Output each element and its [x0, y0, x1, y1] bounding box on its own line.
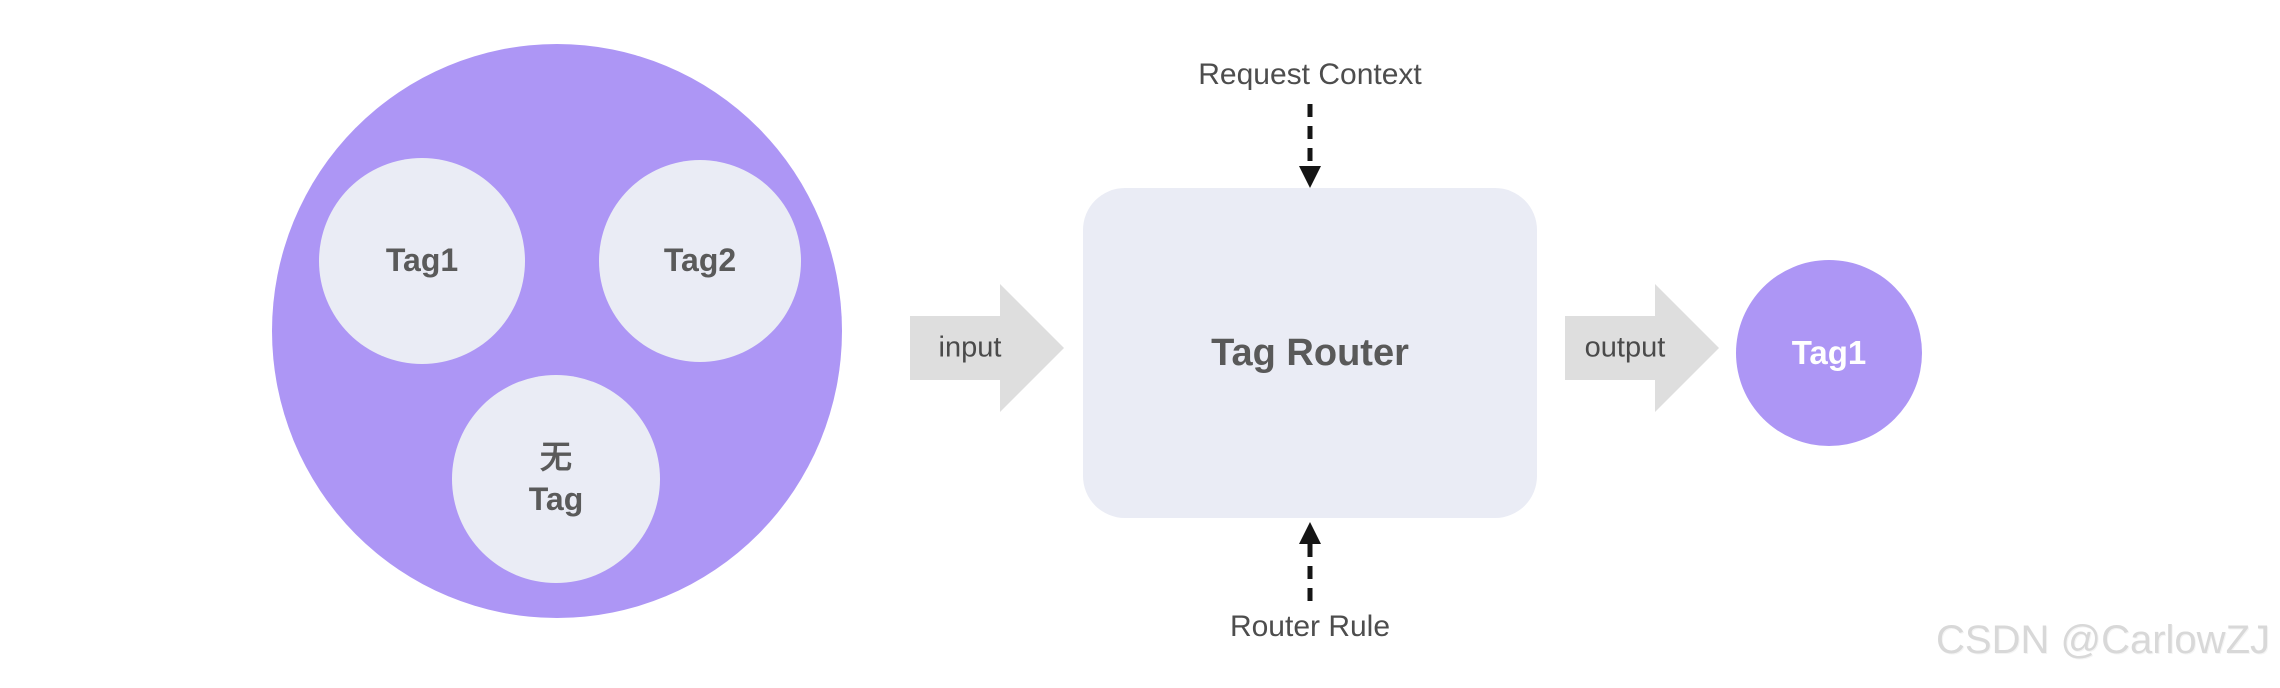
pool-node-tag2-label: Tag2 [663, 242, 737, 279]
tag-pool-circle: Tag1 Tag2 无 Tag [272, 44, 842, 618]
dashed-arrow-down-icon [1299, 104, 1321, 188]
right-arrow-icon [1565, 284, 1719, 412]
pool-node-tag1: Tag1 [319, 158, 525, 364]
input-arrow-label: input [938, 331, 1002, 364]
right-arrow-icon [910, 284, 1064, 412]
router-rule-label: Router Rule [1229, 610, 1391, 643]
tag-router-box: Tag Router [1083, 188, 1537, 518]
pool-node-tag1-label: Tag1 [385, 242, 459, 279]
output-node-tag1: Tag1 [1736, 260, 1922, 446]
pool-node-no-tag: 无 Tag [452, 375, 660, 583]
watermark: CSDN @CarlowZJ [1936, 618, 2270, 662]
pool-node-tag2: Tag2 [599, 160, 801, 362]
output-arrow-label: output [1584, 331, 1666, 364]
input-arrow: input [910, 284, 1064, 412]
output-arrow: output [1565, 284, 1719, 412]
request-context-label: Request Context [1198, 58, 1422, 91]
pool-node-no-tag-label: 无 Tag [528, 439, 584, 517]
output-node-tag1-label: Tag1 [1791, 334, 1867, 371]
tag-router-label: Tag Router [1211, 331, 1409, 374]
dashed-arrow-up-icon [1299, 522, 1321, 606]
